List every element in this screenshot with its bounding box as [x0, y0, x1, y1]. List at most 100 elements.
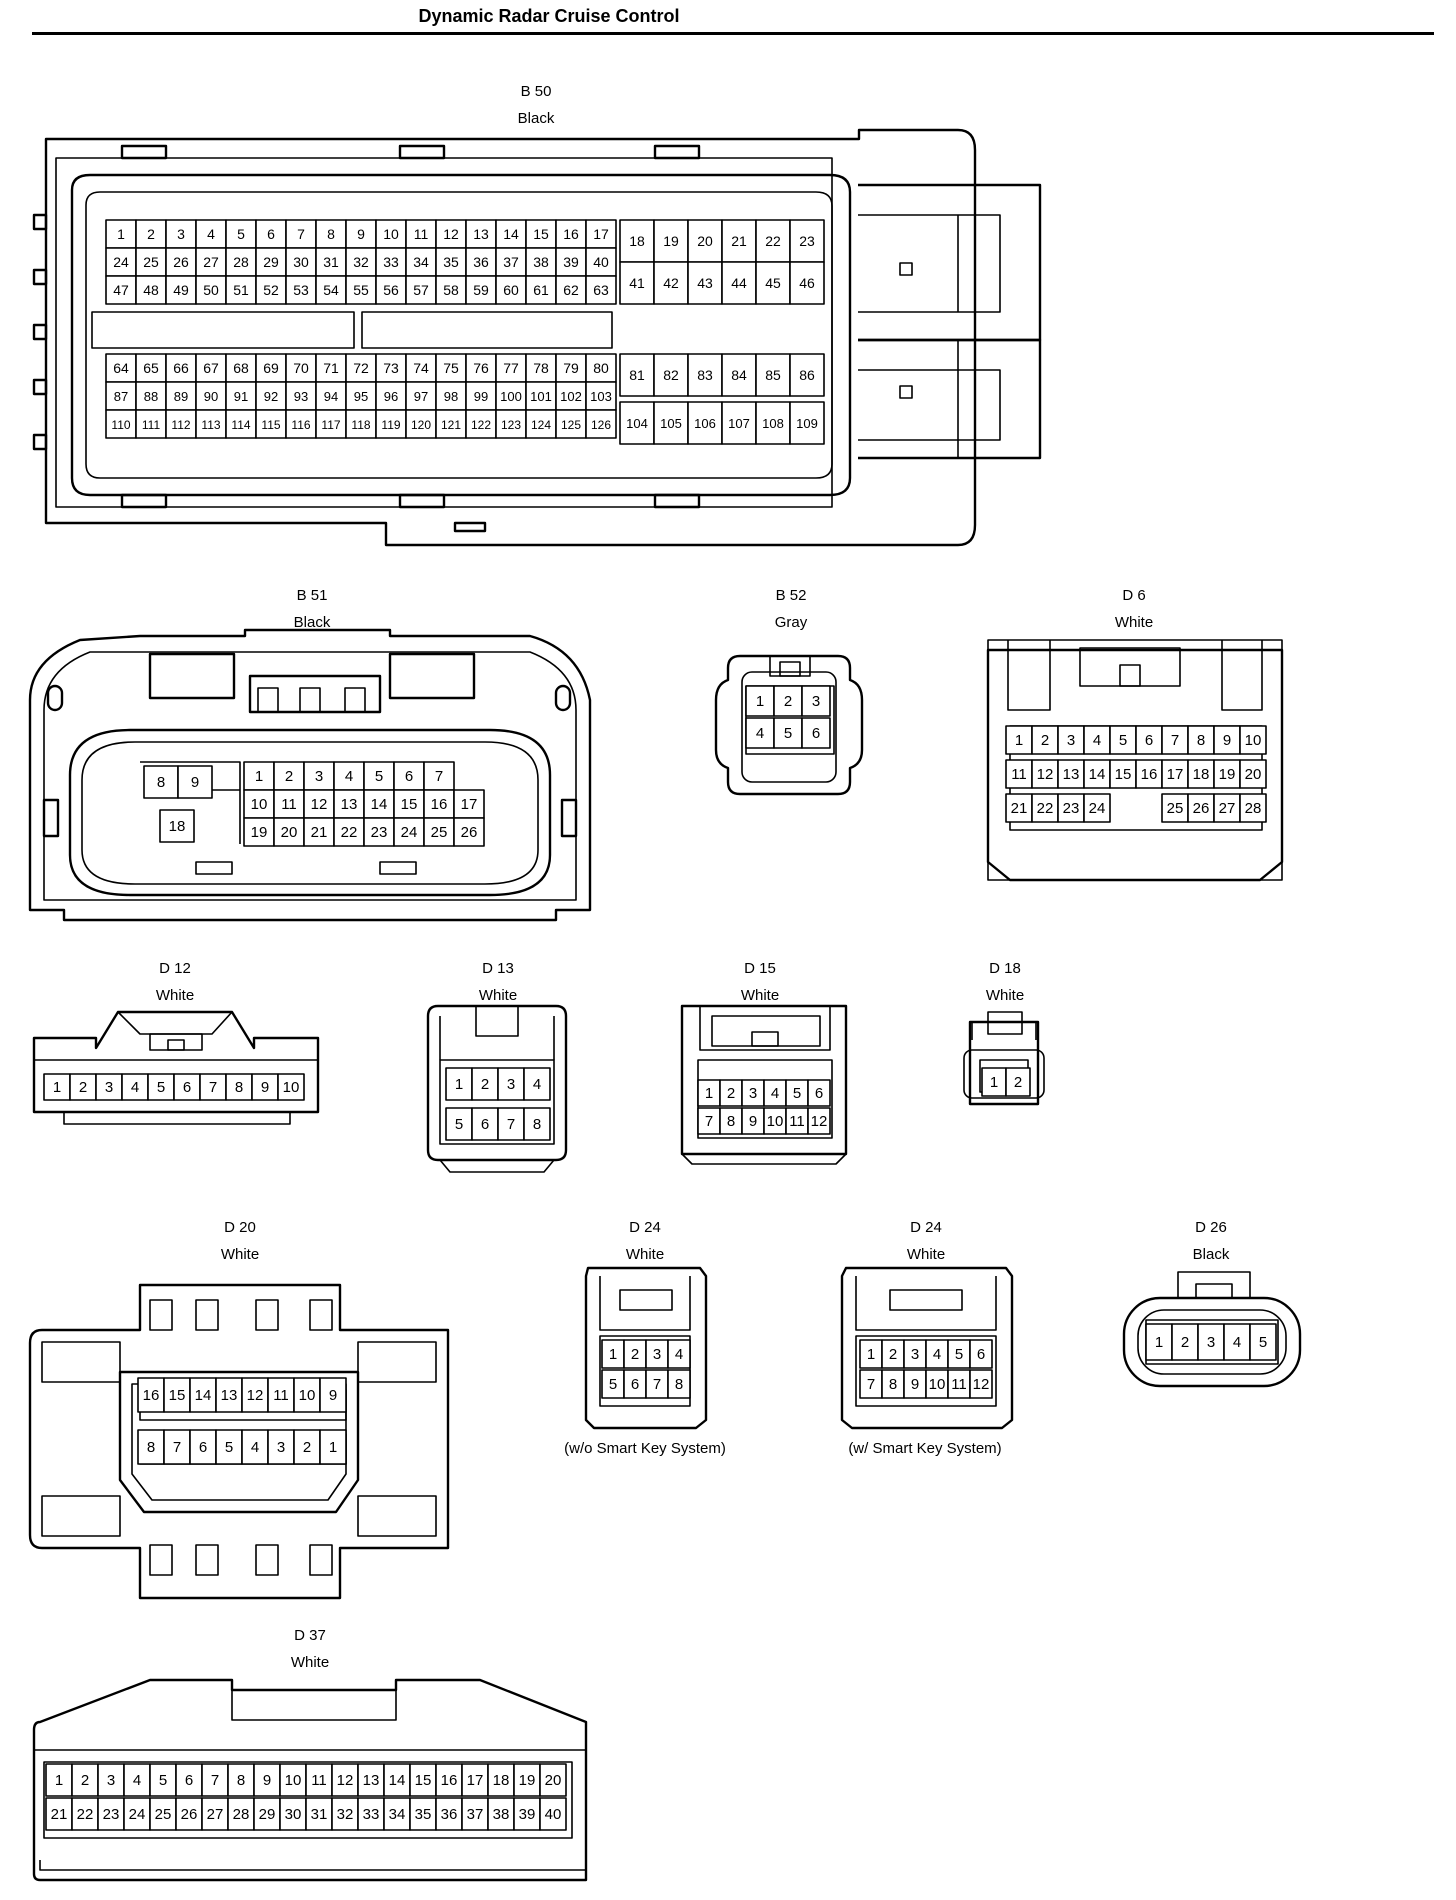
connector-color: Black: [517, 110, 555, 127]
pin-cell: [345, 247, 377, 277]
pin-cell: [409, 1763, 437, 1797]
pin-number: 50: [203, 282, 219, 298]
pin-number: 22: [341, 824, 358, 841]
pin-cell: [523, 1067, 551, 1101]
pin-number: 17: [1167, 766, 1184, 783]
pin-number: 88: [144, 389, 158, 404]
pin-number: 41: [629, 275, 645, 291]
pin-cell: [807, 1079, 831, 1107]
pin-number: 3: [749, 1085, 757, 1102]
pin-number: 4: [933, 1346, 941, 1363]
title-rule: [32, 32, 1434, 35]
pin-cell: [435, 275, 467, 305]
pin-cell: [667, 1369, 691, 1399]
pin-number: 24: [1089, 800, 1106, 817]
pin-number: 29: [263, 254, 279, 270]
connector-label-b51: B 51 Black: [262, 582, 362, 636]
pin-cell: [215, 1429, 243, 1465]
pin-number: 34: [389, 1806, 406, 1823]
pin-number: 9: [261, 1079, 269, 1096]
pin-number: 1: [990, 1074, 998, 1091]
pin-number: 22: [765, 233, 781, 249]
pin-number: 24: [129, 1806, 146, 1823]
pin-cell: [745, 717, 775, 749]
pin-number: 1: [117, 226, 125, 242]
pin-number: 36: [473, 254, 489, 270]
pin-cell: [177, 765, 213, 799]
pin-cell: [253, 1797, 281, 1831]
pin-number: 83: [697, 367, 713, 383]
pin-number: 30: [293, 254, 309, 270]
connector-label-d18: D 18 White: [955, 955, 1055, 1009]
pin-cell: [123, 1763, 151, 1797]
pin-cell: [525, 219, 557, 249]
pin-number: 47: [113, 282, 129, 298]
pin-number: 5: [609, 1376, 617, 1393]
pin-number: 4: [756, 725, 764, 742]
pin-cell: [1187, 725, 1215, 755]
pin-number: 27: [1219, 800, 1236, 817]
pin-cell: [789, 219, 825, 263]
pin-number: 43: [697, 275, 713, 291]
pin-number: 5: [784, 725, 792, 742]
pin-number: 20: [1245, 766, 1262, 783]
pin-cell: [375, 219, 407, 249]
pin-number: 11: [1011, 766, 1027, 783]
pin-number: 2: [285, 768, 293, 785]
pin-cell: [345, 353, 377, 383]
pin-number: 18: [1193, 766, 1210, 783]
pin-number: 12: [811, 1113, 828, 1130]
note-d24-without-smart-key: (w/o Smart Key System): [564, 1440, 726, 1457]
pin-cell: [513, 1797, 541, 1831]
pin-number: 55: [353, 282, 369, 298]
connector-color: White: [155, 987, 195, 1004]
connector-label-d26: D 26 Black: [1161, 1214, 1261, 1268]
pin-number: 8: [675, 1376, 683, 1393]
connector-code: D 24: [910, 1219, 942, 1236]
pin-cell: [251, 1073, 279, 1101]
pin-cell: [525, 247, 557, 277]
pin-number: 14: [389, 1772, 406, 1789]
pin-number: 106: [694, 416, 716, 431]
pin-number: 4: [771, 1085, 779, 1102]
pin-cell: [495, 381, 527, 411]
pin-number: 99: [474, 389, 488, 404]
pin-number: 87: [114, 389, 128, 404]
pin-cell: [1057, 725, 1085, 755]
pin-number: 6: [185, 1772, 193, 1789]
pin-number: 6: [631, 1376, 639, 1393]
pin-cell: [539, 1763, 567, 1797]
pin-number: 9: [749, 1113, 757, 1130]
pin-number: 21: [311, 824, 328, 841]
pin-cell: [755, 401, 791, 445]
pin-number: 26: [181, 1806, 198, 1823]
pin-number: 5: [225, 1439, 233, 1456]
pin-number: 1: [756, 693, 764, 710]
pin-cell: [1171, 1323, 1199, 1361]
pin-number: 24: [113, 254, 129, 270]
pin-number: 5: [375, 768, 383, 785]
pin-number: 15: [169, 1387, 186, 1404]
pin-number: 8: [157, 774, 165, 791]
pin-cell: [305, 1763, 333, 1797]
pin-number: 56: [383, 282, 399, 298]
pin-number: 104: [626, 416, 648, 431]
pin-cell: [773, 685, 803, 717]
pin-cell: [789, 401, 825, 445]
pin-number: 23: [103, 1806, 120, 1823]
pin-cell: [303, 817, 335, 847]
pin-number: 3: [812, 693, 820, 710]
pin-number: 113: [201, 418, 220, 432]
pin-number: 4: [533, 1076, 541, 1093]
pin-number: 12: [443, 226, 459, 242]
pin-number: 8: [889, 1376, 897, 1393]
pin-cell: [195, 275, 227, 305]
pin-cell: [1031, 725, 1059, 755]
pin-number: 4: [1093, 732, 1101, 749]
connector-code: B 52: [775, 587, 807, 604]
pin-number: 14: [503, 226, 519, 242]
pin-number: 13: [1063, 766, 1080, 783]
pin-cell: [69, 1073, 97, 1101]
pin-cell: [195, 409, 227, 439]
